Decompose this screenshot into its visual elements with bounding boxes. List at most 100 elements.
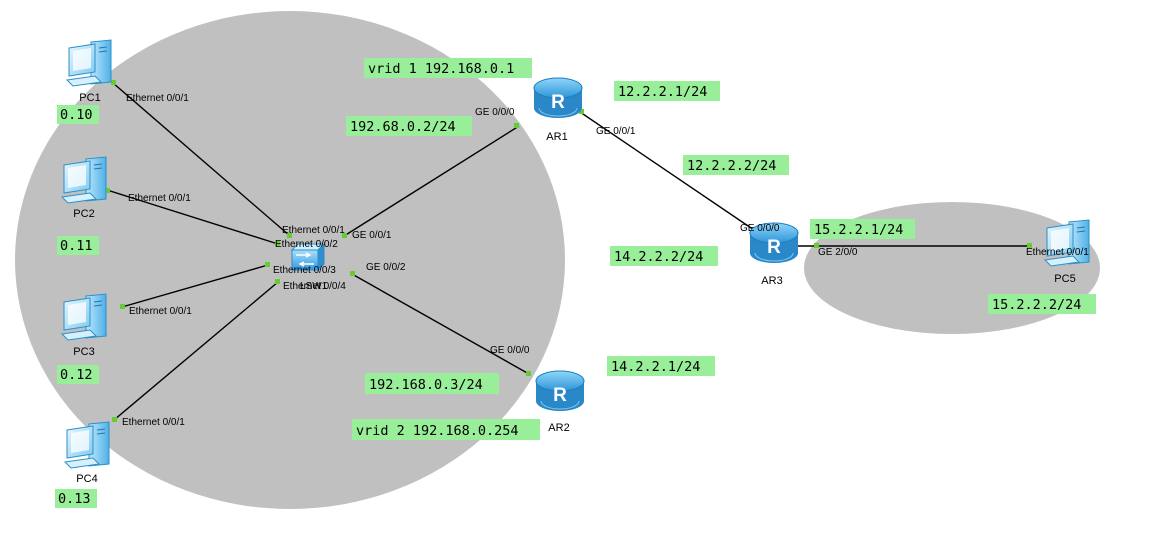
port-label-lsw1-ge1: GE 0/0/1 <box>352 230 392 241</box>
port-label-pc3: Ethernet 0/0/1 <box>129 306 192 317</box>
address-notes: 0.10 0.11 0.12 0.13 vrid 1 192.168.0.1 1… <box>55 58 1096 508</box>
port-label-ar3-ge0: GE 0/0/0 <box>740 223 780 234</box>
port-dot-pc4 <box>112 417 117 422</box>
port-label-pc5: Ethernet 0/0/1 <box>1026 247 1089 258</box>
pc-icon <box>64 421 110 469</box>
interface-labels: Ethernet 0/0/1 Ethernet 0/0/1 Ethernet 0… <box>122 93 1089 428</box>
device-pc1[interactable]: PC1 <box>66 39 112 104</box>
port-dot-ar1-ge0 <box>514 123 519 128</box>
link-pc3-lsw1[interactable] <box>121 264 269 308</box>
pc-icon <box>61 156 107 204</box>
device-ar2[interactable]: AR2 <box>535 370 585 434</box>
note-ar3-to-ar1[interactable]: 12.2.2.2/24 <box>683 155 789 175</box>
link-pc4-lsw1[interactable] <box>113 281 279 421</box>
note-box <box>57 236 99 255</box>
port-dot-pc1 <box>111 80 116 85</box>
note-text: 192.68.0.2/24 <box>350 119 456 135</box>
note-box <box>610 246 718 266</box>
note-box <box>352 419 540 440</box>
note-text: 15.2.2.2/24 <box>992 297 1081 313</box>
pc-icon <box>61 293 107 341</box>
device-pc4[interactable]: PC4 <box>64 421 110 485</box>
device-label-ar2: AR2 <box>548 422 569 434</box>
note-vrid2[interactable]: vrid 2 192.168.0.254 <box>352 419 540 440</box>
device-pc2[interactable]: PC2 <box>61 156 107 220</box>
router-icon <box>535 370 585 412</box>
pc-icon <box>1044 219 1090 267</box>
port-label-ar1-ge1: GE 0/0/1 <box>596 126 636 137</box>
note-box <box>57 105 99 124</box>
port-label-pc4: Ethernet 0/0/1 <box>122 417 185 428</box>
port-dot-ar2-ge0 <box>526 371 531 376</box>
device-label-pc4: PC4 <box>76 473 97 485</box>
port-dot-pc2 <box>105 188 110 193</box>
port-dot-ar3-ge2 <box>814 243 819 248</box>
note-box <box>346 116 472 136</box>
note-text: 14.2.2.2/24 <box>614 249 703 265</box>
note-text: 12.2.2.1/24 <box>618 84 707 100</box>
port-label-lsw1-e2: Ethernet 0/0/2 <box>275 239 338 250</box>
port-label-ar3-ge2: GE 2/0/0 <box>818 247 858 258</box>
note-pc5-ip[interactable]: 15.2.2.2/24 <box>988 294 1096 314</box>
note-box <box>614 81 720 101</box>
note-box <box>683 155 789 175</box>
port-dot-lsw1-e3 <box>265 262 270 267</box>
device-label-pc3: PC3 <box>73 346 94 358</box>
port-label-ar1-ge0: GE 0/0/0 <box>475 107 515 118</box>
note-box <box>810 219 915 239</box>
links <box>106 82 1030 421</box>
port-label-lsw1-e3: Ethernet 0/0/3 <box>273 265 336 276</box>
port-dot-lsw1-ge2 <box>350 271 355 276</box>
note-pc4-ip[interactable]: 0.13 <box>55 489 97 508</box>
link-pc1-lsw1[interactable] <box>112 82 291 237</box>
port-dot-ar1-ge1 <box>579 109 584 114</box>
note-ar3-to-ar2[interactable]: 14.2.2.2/24 <box>610 246 718 266</box>
port-dot-lsw1-e4 <box>275 279 280 284</box>
port-label-pc2: Ethernet 0/0/1 <box>128 193 191 204</box>
note-text: vrid 2 192.168.0.254 <box>356 423 519 439</box>
note-box <box>607 356 715 376</box>
port-label-pc1: Ethernet 0/0/1 <box>126 93 189 104</box>
device-ar1[interactable]: AR1 <box>533 77 583 143</box>
port-label-lsw1-e1: Ethernet 0/0/1 <box>282 225 345 236</box>
note-text: 0.11 <box>60 238 93 254</box>
device-label-pc2: PC2 <box>73 208 94 220</box>
port-label-lsw1-ge2: GE 0/0/2 <box>366 262 406 273</box>
port-dots <box>105 80 1032 422</box>
link-lsw1-ar2[interactable] <box>351 273 530 375</box>
link-pc2-lsw1[interactable] <box>106 189 279 245</box>
note-text: 0.10 <box>60 107 93 123</box>
link-ar1-ar3[interactable] <box>579 111 758 233</box>
router-icon <box>533 77 583 119</box>
note-text: 14.2.2.1/24 <box>611 359 700 375</box>
link-lsw1-ar1[interactable] <box>343 125 520 237</box>
note-ar1-wan[interactable]: 12.2.2.1/24 <box>614 81 720 101</box>
device-pc5[interactable]: PC5 <box>1044 219 1090 285</box>
device-lsw1[interactable]: LSW1 <box>291 243 328 292</box>
note-pc2-ip[interactable]: 0.11 <box>57 236 99 255</box>
note-text: 12.2.2.2/24 <box>687 158 776 174</box>
device-label-pc1: PC1 <box>79 92 100 104</box>
note-pc3-ip[interactable]: 0.12 <box>57 365 99 384</box>
note-ar3-lan[interactable]: 15.2.2.1/24 <box>810 219 915 239</box>
port-dot-pc3 <box>120 304 125 309</box>
note-ar2-lan[interactable]: 192.168.0.3/24 <box>365 373 499 394</box>
note-box <box>55 489 97 508</box>
port-dot-lsw1-e1 <box>287 233 292 238</box>
note-text: 15.2.2.1/24 <box>814 222 903 238</box>
note-text: 192.168.0.3/24 <box>369 377 483 393</box>
port-label-lsw1-e4: Ethernet 0/0/4 <box>283 281 346 292</box>
note-vrid1[interactable]: vrid 1 192.168.0.1 <box>364 58 532 78</box>
device-pc3[interactable]: PC3 <box>61 293 107 358</box>
port-dot-lsw1-e2 <box>275 241 280 246</box>
note-text: 0.12 <box>60 367 93 383</box>
note-ar2-wan[interactable]: 14.2.2.1/24 <box>607 356 715 376</box>
device-ar3[interactable]: AR3 <box>749 222 799 287</box>
note-ar1-lan[interactable]: 192.68.0.2/24 <box>346 116 472 136</box>
device-label-ar3: AR3 <box>761 275 782 287</box>
note-box <box>364 58 532 78</box>
note-pc1-ip[interactable]: 0.10 <box>57 105 99 124</box>
device-label-ar1: AR1 <box>546 131 567 143</box>
port-dot-pc5 <box>1027 243 1032 248</box>
note-box <box>988 294 1096 314</box>
